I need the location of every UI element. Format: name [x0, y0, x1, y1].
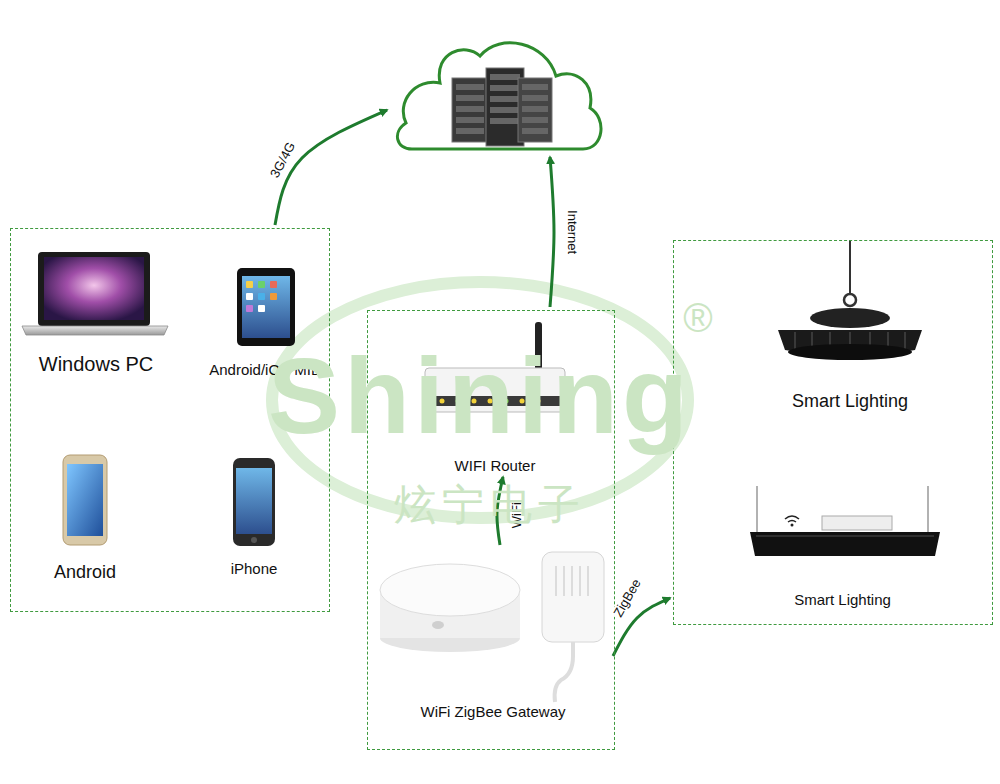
linear-light-picture — [791, 524, 794, 527]
laptop-picture — [22, 326, 168, 335]
iphone-picture — [236, 468, 272, 534]
node-label: Smart Lighting — [794, 591, 891, 608]
android-phone-picture — [67, 464, 103, 536]
server-slot — [456, 117, 484, 123]
watermark-text: Shining — [268, 342, 692, 450]
gateway-tile: WiFi ZigBee Gateway — [377, 548, 609, 720]
server-slot — [456, 128, 484, 134]
laptop-picture — [38, 252, 150, 326]
device-tile: iPhone — [214, 452, 294, 577]
gateway-picture — [380, 552, 604, 702]
node-label: iPhone — [231, 560, 278, 577]
gateway-picture — [432, 621, 444, 629]
gateway-picture — [556, 566, 588, 596]
node-label: WIFI Router — [455, 457, 536, 474]
dashed-group: Smart LightingSmart Lighting — [673, 240, 993, 625]
iphone-picture — [251, 537, 257, 543]
server-slot — [456, 95, 484, 101]
high-bay-light-picture — [788, 344, 912, 360]
connector-arrow — [550, 157, 554, 307]
server-rack — [518, 78, 552, 142]
gateway-picture — [555, 642, 573, 702]
android-phone-picture — [63, 455, 107, 545]
server-slot — [490, 118, 520, 124]
server-slot — [456, 84, 484, 90]
laptop-picture — [44, 257, 144, 320]
cloud-outline — [390, 28, 605, 153]
server-slot — [522, 106, 548, 112]
server-slot — [490, 107, 520, 113]
connector-label: 3G/4G — [267, 138, 299, 182]
server-slot — [522, 84, 548, 90]
watermark-text: ® — [683, 298, 712, 338]
linear-light-picture — [927, 486, 929, 533]
lighting-tile: Smart Lighting — [740, 480, 945, 608]
tablet-picture — [270, 293, 277, 300]
high-bay-light-picture — [844, 294, 856, 306]
tablet-picture — [246, 305, 253, 312]
high-bay-light-picture — [849, 240, 851, 293]
server-slot — [490, 96, 520, 102]
iphone-picture — [233, 458, 275, 546]
device-tile: Windows PC — [20, 248, 172, 376]
server-slot — [490, 85, 520, 91]
tablet-picture — [237, 268, 295, 346]
device-tile: Android — [40, 450, 130, 583]
linear-light-picture — [750, 532, 940, 556]
iphone-picture — [233, 458, 275, 546]
watermark-text: 炫宁电子 — [394, 484, 586, 526]
tablet-picture — [258, 281, 265, 288]
tablet-picture — [258, 293, 265, 300]
server-slot — [522, 95, 548, 101]
linear-light-picture — [785, 516, 799, 522]
high-bay-light-picture — [778, 240, 922, 360]
lighting-tile: Smart Lighting — [760, 244, 940, 412]
cloud-shape — [390, 28, 605, 153]
linear-light-picture — [822, 516, 892, 530]
server-slot — [490, 74, 520, 80]
server-slot — [456, 106, 484, 112]
tablet-picture — [258, 305, 265, 312]
tablet-picture — [246, 281, 253, 288]
linear-light-picture — [750, 486, 940, 556]
linear-light-picture — [756, 535, 934, 537]
cloud-outline — [397, 43, 601, 149]
server-slot — [522, 128, 548, 134]
gateway-picture — [542, 552, 604, 642]
android-phone-picture — [63, 455, 107, 545]
connector-arrow — [275, 110, 387, 225]
server-rack — [452, 78, 488, 142]
node-label: Windows PC — [39, 353, 153, 376]
linear-light-picture — [756, 486, 758, 533]
server-slot — [522, 117, 548, 123]
tablet-picture — [237, 268, 295, 346]
node-label: WiFi ZigBee Gateway — [420, 703, 565, 720]
server-rack — [452, 78, 488, 142]
node-label: Smart Lighting — [792, 391, 908, 412]
tablet-picture — [242, 276, 290, 338]
node-label: Android — [54, 562, 116, 583]
laptop-picture — [22, 252, 168, 335]
tablet-picture — [246, 293, 253, 300]
connector-label: Internet — [565, 208, 579, 256]
high-bay-light-picture — [810, 308, 890, 328]
gateway-picture — [380, 564, 520, 616]
server-rack — [518, 78, 552, 142]
tablet-picture — [270, 281, 277, 288]
